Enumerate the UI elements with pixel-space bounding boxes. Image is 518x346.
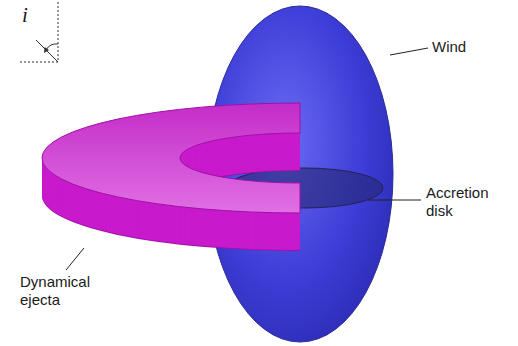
ejecta-side-layer [42, 104, 300, 214]
axis-dotted [58, 2, 59, 62]
angle-arrowhead [44, 47, 49, 53]
ejecta-top [42, 103, 300, 213]
axis-dotted [20, 62, 58, 63]
angle-arc [46, 44, 58, 50]
view-line [36, 40, 58, 62]
part-label: Accretion disk [426, 184, 504, 220]
leader-line [390, 48, 428, 55]
angle-symbol: i [22, 4, 28, 26]
part-label: Wind [432, 38, 466, 56]
ejecta-side [42, 104, 300, 251]
leader-line [368, 200, 421, 201]
part-label: Dynamical ejecta [20, 273, 112, 309]
leader-line [66, 248, 84, 270]
